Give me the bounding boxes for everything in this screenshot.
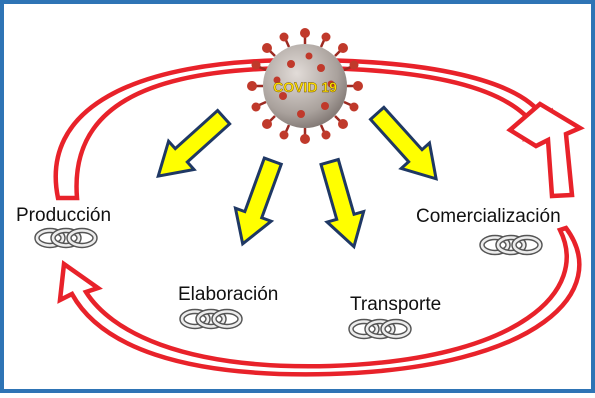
cycle-arrow-bottom (57, 225, 582, 377)
stage-label-comercializacion: Comercialización (416, 206, 561, 227)
coronavirus-icon: COVID 19 (247, 28, 363, 144)
stage-label-transporte: Transporte (350, 294, 441, 315)
stage-label-produccion: Producción (16, 205, 111, 226)
virus-label: COVID 19 (273, 79, 337, 95)
stage-label-elaboracion: Elaboración (178, 284, 278, 305)
cycle-arrow-right (506, 101, 585, 199)
